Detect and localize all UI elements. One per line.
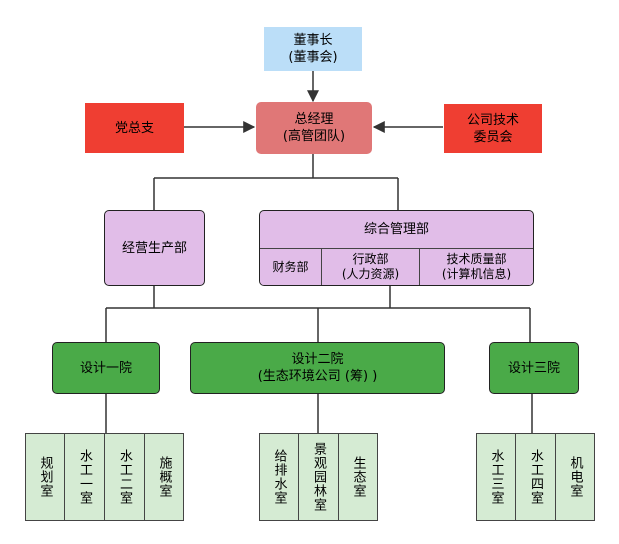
institute-3-label: 设计三院 (507, 360, 560, 376)
finance-dept-cell: 财务部 (260, 248, 322, 285)
admin-dept-subtitle: (人力资源) (341, 267, 400, 281)
party-branch-node: 党总支 (85, 103, 184, 153)
institute-2-title: 设计二院 (291, 352, 344, 367)
chairman-title: 董事长 (293, 33, 333, 48)
admin-dept-title: 行政部 (352, 252, 389, 266)
room-hydraulic-3: 水工三室 (476, 433, 516, 521)
party-branch-label: 党总支 (114, 120, 154, 136)
quality-dept-cell: 技术质量部 (计算机信息) (419, 248, 533, 285)
gm-title: 总经理 (294, 112, 334, 127)
tech-committee-node: 公司技术 委员会 (444, 104, 542, 153)
tech-committee-title: 公司技术 (466, 112, 519, 128)
room-hydraulic-3-label: 水工三室 (488, 449, 504, 505)
production-dept-label: 经营生产部 (121, 240, 187, 256)
chairman-node: 董事长 (董事会) (264, 27, 362, 71)
institute-3-node: 设计三院 (489, 342, 579, 394)
room-landscape-label: 景观园林室 (311, 442, 326, 512)
room-landscape: 景观园林室 (298, 433, 339, 521)
room-water-supply-label: 给排水室 (271, 449, 287, 505)
room-hydraulic-2-label: 水工二室 (117, 449, 132, 505)
finance-dept-label: 财务部 (272, 259, 309, 274)
room-ecology: 生态室 (338, 433, 378, 521)
institute-2-node: 设计二院 (生态环境公司 (筹) ) (190, 342, 445, 394)
room-hydraulic-1: 水工一室 (64, 433, 105, 521)
room-planning: 规划室 (25, 433, 65, 521)
general-management-node: 综合管理部 财务部 行政部 (人力资源) 技术质量部 (计算机信息) (259, 210, 534, 286)
room-construction: 施概室 (144, 433, 184, 521)
room-hydraulic-2: 水工二室 (104, 433, 145, 521)
quality-dept-title: 技术质量部 (446, 252, 507, 266)
room-construction-label: 施概室 (156, 456, 172, 498)
room-electromechanical-label: 机电室 (567, 456, 583, 498)
general-management-title: 综合管理部 (260, 211, 533, 249)
institute-1-label: 设计一院 (79, 360, 132, 376)
room-hydraulic-1-label: 水工一室 (77, 449, 92, 505)
room-planning-label: 规划室 (37, 456, 53, 498)
chairman-subtitle: (董事会) (288, 50, 338, 65)
room-hydraulic-4-label: 水工四室 (528, 449, 543, 505)
production-dept-node: 经营生产部 (104, 210, 205, 286)
quality-dept-subtitle: (计算机信息) (441, 267, 512, 281)
institute-1-node: 设计一院 (52, 342, 160, 394)
room-ecology-label: 生态室 (350, 456, 366, 498)
room-hydraulic-4: 水工四室 (515, 433, 556, 521)
general-manager-node: 总经理 (高管团队) (256, 102, 372, 154)
room-water-supply: 给排水室 (259, 433, 299, 521)
room-electromechanical: 机电室 (555, 433, 595, 521)
admin-dept-cell: 行政部 (人力资源) (321, 248, 420, 285)
institute-2-subtitle: (生态环境公司 (筹) ) (257, 369, 378, 384)
tech-committee-subtitle: 委员会 (473, 129, 513, 145)
general-management-label: 综合管理部 (363, 222, 429, 237)
gm-subtitle: (高管团队) (282, 129, 346, 144)
